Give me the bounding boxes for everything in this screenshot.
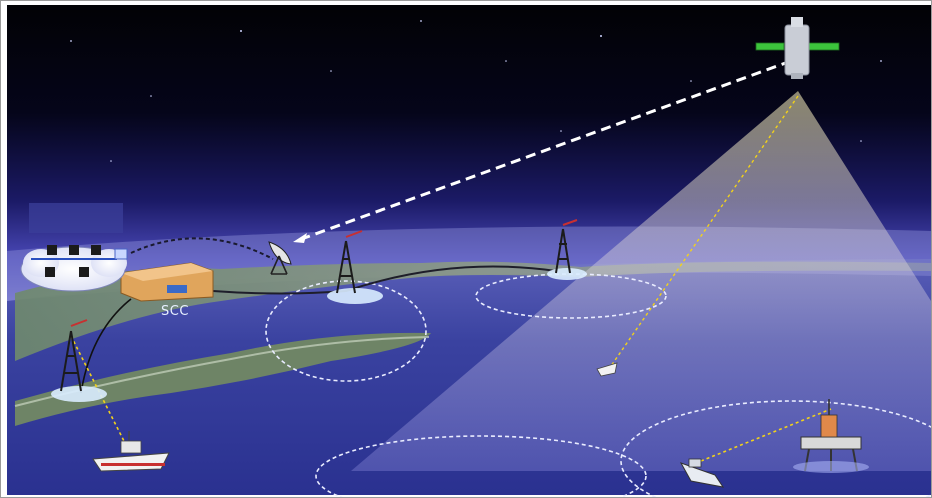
dish-to-scc-link (130, 237, 274, 260)
radio-tower-icon (51, 319, 107, 402)
beacon-link-boat (610, 95, 799, 367)
beacon-link-platform (700, 408, 832, 462)
scc-to-tower-link (80, 298, 132, 394)
island (15, 332, 431, 426)
boat-icon (596, 362, 618, 377)
coverage-cell-1 (265, 280, 427, 382)
radio-tower-icon (547, 219, 587, 280)
coverage-cell-3 (315, 435, 647, 497)
radio-tower-icon (327, 230, 383, 304)
stars (70, 20, 882, 162)
boat-icon (679, 458, 725, 488)
user-cloud-icon (20, 245, 128, 292)
satellite-icon (755, 17, 840, 79)
scc-label: SCC (161, 304, 189, 319)
dish-antenna-icon (268, 241, 292, 275)
coastline (15, 261, 931, 361)
oil-platform-icon (793, 399, 869, 473)
control-center-icon (120, 262, 214, 302)
sky-patch (29, 203, 123, 233)
ship-icon (92, 431, 170, 472)
satellite-link-arrowhead (293, 233, 307, 243)
satellite-link (295, 59, 792, 243)
